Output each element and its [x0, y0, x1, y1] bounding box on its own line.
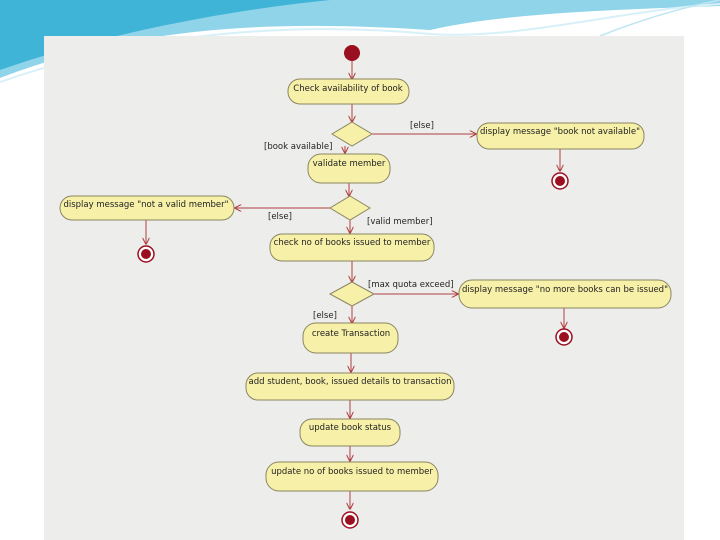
guard-max-quota-exceed: [max quota exceed]: [368, 280, 454, 290]
action-update-books-count: update no of books issued to member: [265, 461, 439, 492]
guard-else: [else]: [313, 311, 337, 321]
final-node: [137, 245, 155, 263]
decision-max-quota: [328, 281, 376, 307]
action-check-books-issued: check no of books issued to member: [269, 233, 435, 262]
action-label: display message "book not available": [480, 127, 640, 137]
guard-valid-member: [valid member]: [367, 217, 433, 227]
action-validate-member: validate member: [307, 153, 391, 184]
guard-else: [else]: [410, 121, 434, 131]
action-label: update book status: [309, 423, 392, 433]
action-label: update no of books issued to member: [271, 467, 433, 477]
final-node: [551, 172, 569, 190]
action-label: add student, book, issued details to tra…: [249, 377, 452, 387]
action-label: create Transaction: [312, 329, 390, 339]
action-label: display message "not a valid member": [63, 200, 228, 210]
action-display-not-valid-member: display message "not a valid member": [59, 195, 235, 221]
action-label: check no of books issued to member: [274, 238, 431, 248]
decision-book-available: [331, 121, 373, 147]
initial-node: [344, 45, 360, 61]
action-display-not-available: display message "book not available": [476, 122, 645, 150]
action-display-no-more-books: display message "no more books can be is…: [458, 279, 672, 309]
action-add-details: add student, book, issued details to tra…: [245, 372, 455, 401]
action-create-transaction: create Transaction: [302, 322, 399, 354]
action-update-book-status: update book status: [299, 418, 401, 447]
final-node: [341, 511, 359, 529]
guard-else: [else]: [268, 212, 292, 222]
header-wave-line-2: [599, 0, 720, 37]
decision-valid-member: [329, 195, 371, 221]
flow-lines: [146, 61, 564, 509]
guard-book-available: [book available]: [264, 142, 332, 152]
action-check-availability: Check availability of book: [287, 78, 410, 105]
action-label: display message "no more books can be is…: [462, 285, 668, 295]
final-node: [555, 328, 573, 346]
action-label: Check availability of book: [293, 84, 402, 94]
action-label: validate member: [313, 159, 386, 169]
header-wave-accent: [0, 0, 330, 70]
